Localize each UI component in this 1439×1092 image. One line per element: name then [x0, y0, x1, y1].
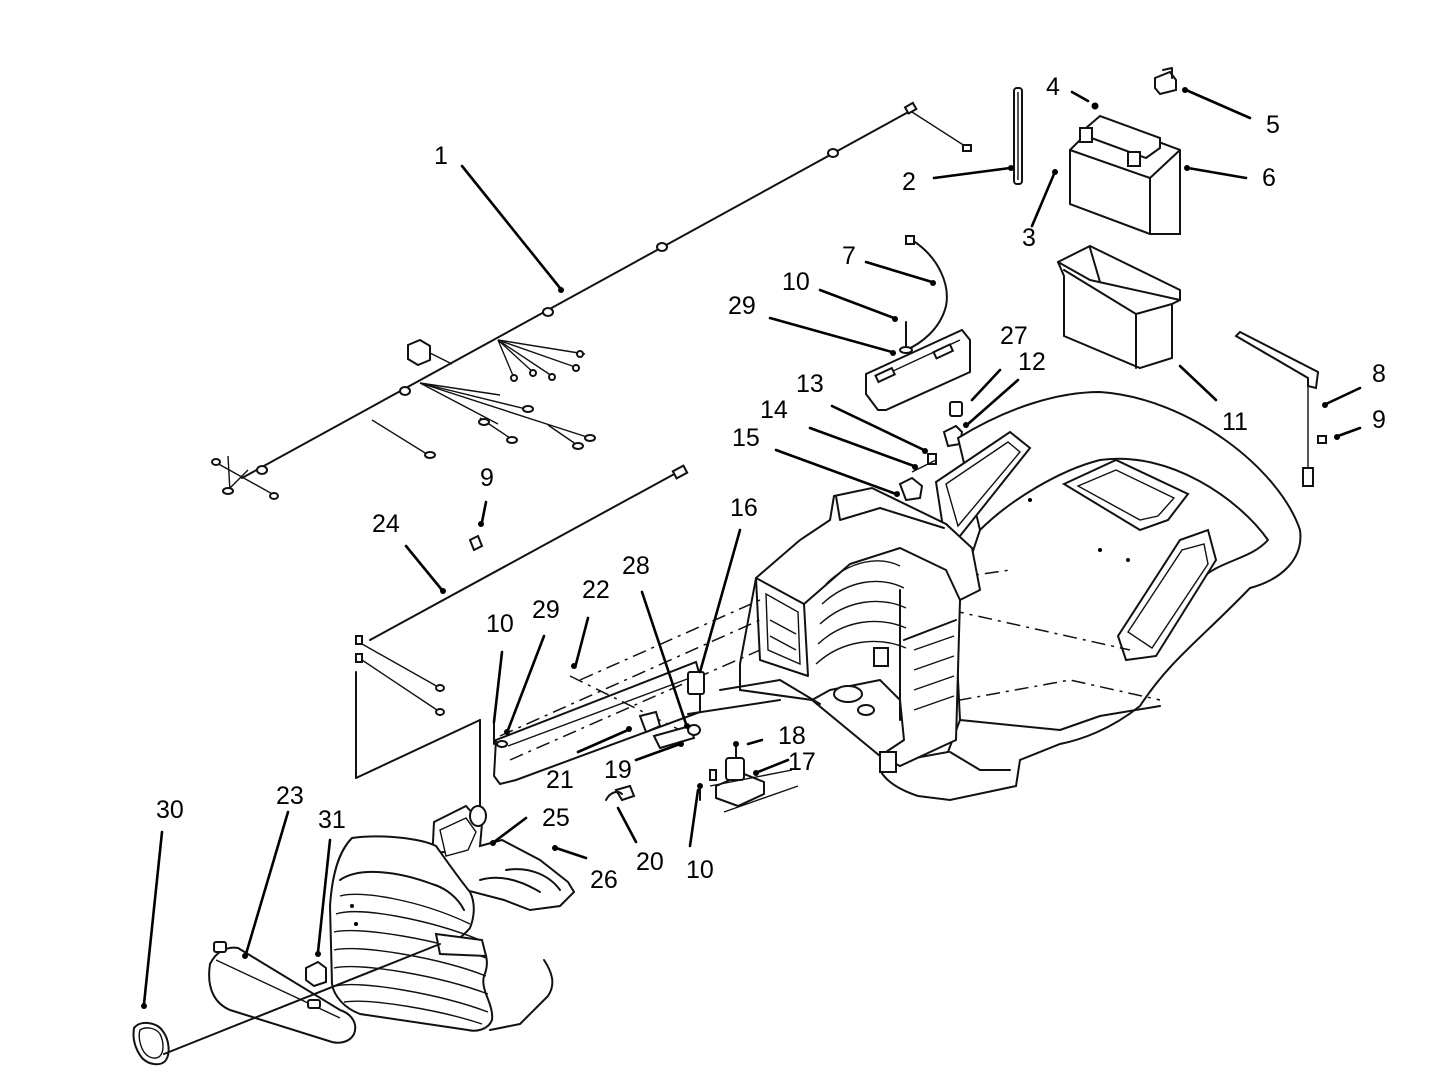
callout-22: 22 [582, 576, 610, 604]
battery-rod [1013, 87, 1023, 185]
callout-21: 21 [546, 766, 574, 794]
callout-6: 6 [1262, 164, 1276, 192]
callout-3: 3 [1022, 224, 1036, 252]
mounting-bracket-upper [865, 321, 971, 411]
callout-20: 20 [636, 848, 664, 876]
callout-7: 7 [842, 242, 856, 270]
hood-grille [328, 835, 554, 1032]
callout-15: 15 [732, 424, 760, 452]
leader-lines [141, 87, 1362, 1009]
callout-11: 11 [1222, 408, 1248, 436]
solenoid [697, 741, 799, 813]
callout-10-mid: 10 [486, 610, 514, 638]
callout-10-bottom: 10 [686, 856, 714, 884]
battery-strap [1234, 330, 1327, 487]
battery-tray [1056, 244, 1181, 370]
callout-16: 16 [730, 494, 758, 522]
callout-26: 26 [590, 866, 618, 894]
callout-19: 19 [604, 756, 632, 784]
terminal-cap [1154, 67, 1177, 96]
headlight-harness [355, 464, 689, 809]
callout-23: 23 [276, 782, 304, 810]
hood-emblem [132, 1022, 170, 1066]
battery [1069, 102, 1181, 235]
front-bumper [208, 941, 357, 1044]
callout-25: 25 [542, 804, 570, 832]
callout-24: 24 [372, 510, 400, 538]
bumper-pad [305, 960, 327, 988]
callout-2: 2 [902, 168, 916, 196]
callout-13: 13 [796, 370, 824, 398]
callout-29-top: 29 [728, 292, 756, 320]
callout-18: 18 [778, 722, 806, 750]
wiring-harness [211, 101, 972, 500]
callout-28: 28 [622, 552, 650, 580]
callout-labels: 1 2 3 4 5 6 7 10 29 27 12 13 14 15 8 9 1… [156, 73, 1386, 894]
callout-27: 27 [1000, 322, 1028, 350]
callout-12: 12 [1018, 348, 1046, 376]
callout-14: 14 [760, 396, 788, 424]
callout-5: 5 [1266, 111, 1280, 139]
callout-9-right: 9 [1372, 406, 1386, 434]
rear-fender [869, 390, 1302, 802]
callout-30: 30 [156, 796, 184, 824]
lower-bracket [492, 599, 821, 786]
callout-17: 17 [788, 748, 816, 776]
battery-cable [905, 235, 948, 351]
callout-1: 1 [434, 142, 448, 170]
callout-9-mid: 9 [480, 464, 494, 492]
callout-4: 4 [1046, 73, 1060, 101]
headlight-bracket [403, 804, 576, 912]
clip-20 [605, 784, 636, 802]
callout-29-mid: 29 [532, 596, 560, 624]
dash-console [739, 486, 982, 773]
callout-10-top: 10 [782, 268, 810, 296]
callout-8: 8 [1372, 360, 1386, 388]
callout-31: 31 [318, 806, 346, 834]
